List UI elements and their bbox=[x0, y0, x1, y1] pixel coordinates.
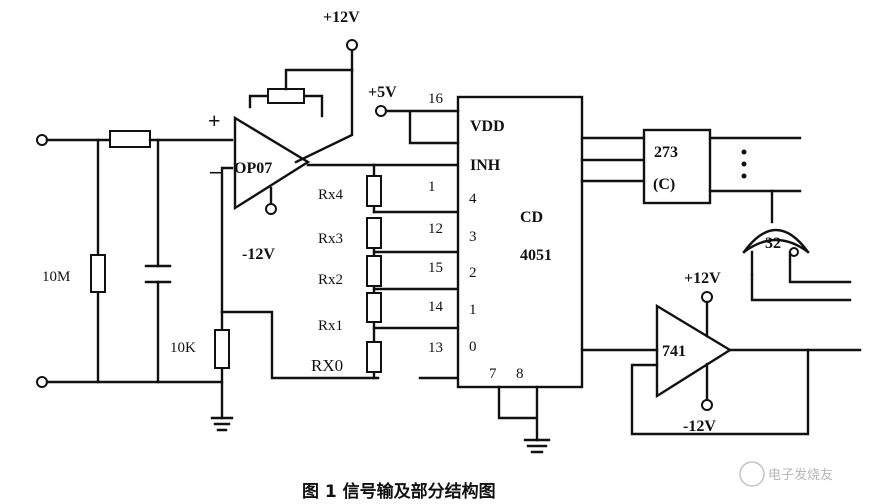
mux-name: CD bbox=[520, 209, 543, 226]
resistor-10k bbox=[214, 329, 230, 369]
pin-num-14: 14 bbox=[428, 299, 444, 315]
buffer-741: 741 +12V -12V bbox=[580, 270, 862, 436]
gate-name: 32 bbox=[765, 235, 781, 252]
latch-name: 273 bbox=[654, 144, 678, 161]
label-rx3: Rx3 bbox=[318, 231, 343, 247]
resistor-rx3 bbox=[366, 217, 382, 249]
supply-plus12-label: +12V bbox=[323, 9, 360, 26]
pin-num-13: 13 bbox=[428, 340, 443, 356]
opamp-name: OP07 bbox=[234, 160, 272, 177]
watermark-text: 电子发烧友 bbox=[768, 467, 833, 483]
input-network: 10M 10K bbox=[36, 130, 380, 432]
supply-plus5-label: +5V bbox=[368, 84, 397, 101]
resistor-rx0 bbox=[366, 341, 382, 373]
pin-vdd-label: VDD bbox=[470, 118, 505, 135]
supply-minus12-label: -12V bbox=[242, 246, 275, 263]
buffer-terminal-minus12 bbox=[701, 399, 713, 411]
buffer-name: 741 bbox=[662, 343, 686, 360]
resistor-rx2 bbox=[366, 255, 382, 287]
buffer-minus12-label: -12V bbox=[683, 418, 716, 435]
supply-terminal-plus5 bbox=[375, 105, 387, 117]
latch-273: 273 (C) bbox=[642, 128, 802, 224]
latch-sub: (C) bbox=[653, 176, 675, 193]
channel-1: 1 bbox=[469, 302, 477, 318]
series-resistor bbox=[109, 130, 151, 148]
pin-num-7: 7 bbox=[489, 366, 497, 382]
opamp-plus-sign: + bbox=[208, 108, 221, 133]
channel-0: 0 bbox=[469, 339, 477, 355]
gate-32: 32 bbox=[742, 228, 852, 302]
input-terminal-top bbox=[36, 134, 48, 146]
mux-cd4051: VDD INH CD 4051 4 3 2 1 0 1 12 15 14 13 … bbox=[368, 84, 646, 454]
channel-4: 4 bbox=[469, 191, 477, 207]
watermark: 电子发烧友 bbox=[739, 461, 833, 487]
figure-caption: 图 1 信号输及部分结构图 bbox=[302, 481, 496, 502]
pin-num-12: 12 bbox=[428, 221, 443, 237]
buffer-plus12-label: +12V bbox=[684, 270, 721, 287]
label-rx1: Rx1 bbox=[318, 318, 343, 334]
mux-part: 4051 bbox=[520, 247, 552, 264]
label-rx2: Rx2 bbox=[318, 272, 343, 288]
pin-inh-label: INH bbox=[470, 157, 501, 174]
supply-terminal-minus12 bbox=[265, 203, 277, 215]
feedback-potentiometer bbox=[267, 88, 305, 104]
label-10k: 10K bbox=[170, 340, 196, 356]
input-terminal-bottom bbox=[36, 376, 48, 388]
resistor-rx4 bbox=[366, 175, 382, 207]
channel-2: 2 bbox=[469, 265, 477, 281]
pin-num-16: 16 bbox=[428, 91, 444, 107]
resistor-10m bbox=[90, 254, 106, 293]
range-resistor-ladder: Rx4 Rx3 Rx2 Rx1 RX0 bbox=[311, 163, 460, 380]
supply-terminal-plus12 bbox=[346, 39, 358, 51]
opamp-op07: OP07 + – +12V -12V bbox=[208, 9, 460, 263]
label-rx4: Rx4 bbox=[318, 187, 344, 203]
pin-num-8: 8 bbox=[516, 366, 524, 382]
opamp-minus-sign: – bbox=[209, 158, 222, 183]
label-rx0: RX0 bbox=[311, 356, 343, 375]
channel-3: 3 bbox=[469, 229, 477, 245]
label-10m: 10M bbox=[42, 269, 70, 285]
pin-num-1: 1 bbox=[428, 179, 436, 195]
resistor-rx1 bbox=[366, 292, 382, 323]
buffer-terminal-plus12 bbox=[701, 291, 713, 303]
pin-num-15: 15 bbox=[428, 260, 443, 276]
